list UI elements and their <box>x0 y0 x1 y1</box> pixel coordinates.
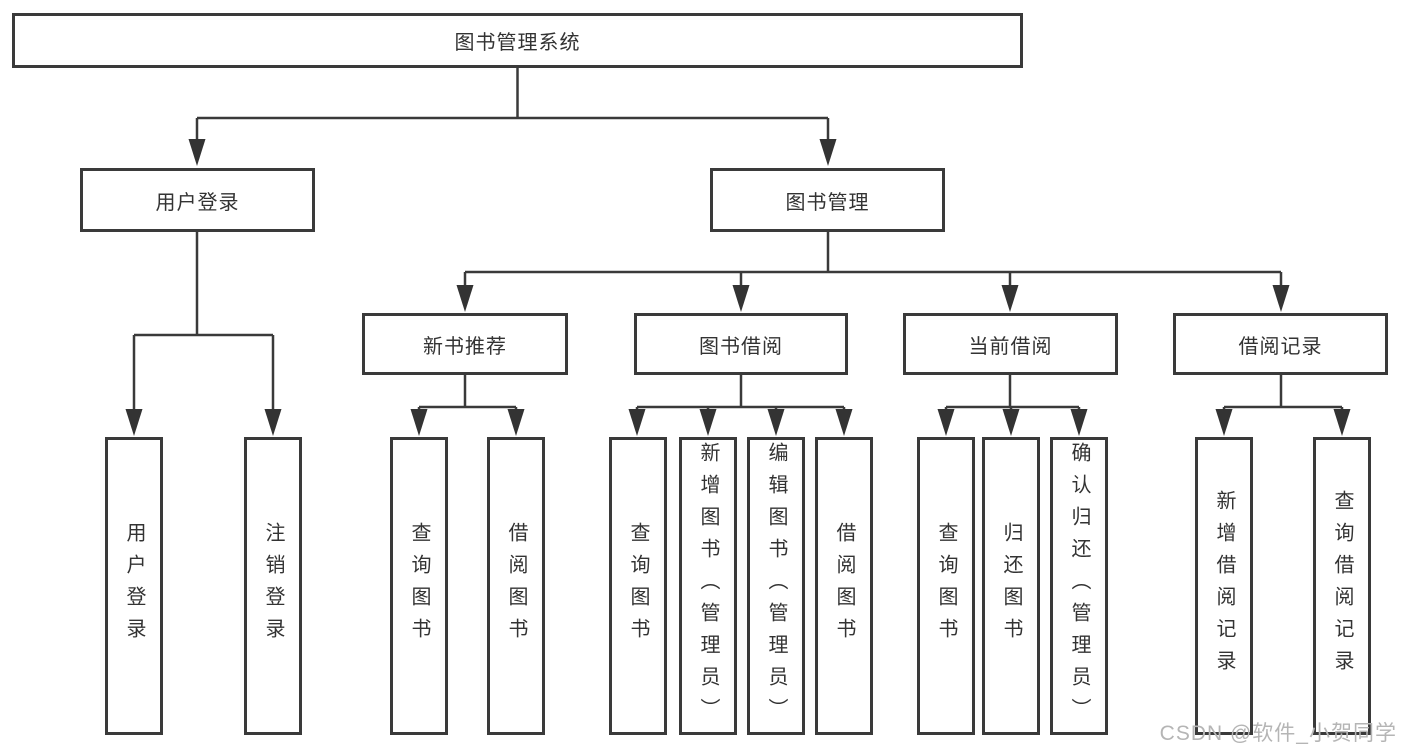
leaf-label: 借阅图书 <box>505 522 527 650</box>
leaf-label: 新增图书（管理员） <box>697 442 719 730</box>
leaf-add-borrow-record: 新增借阅记录 <box>1195 437 1253 735</box>
arrowhead <box>507 409 525 436</box>
connector-mgmt-to-level3 <box>463 232 1283 288</box>
leaf-label: 确认归还（管理员） <box>1068 442 1090 730</box>
arrowhead <box>1002 409 1020 436</box>
node-borrow-records: 借阅记录 <box>1173 313 1388 375</box>
node-new-book-recommend: 新书推荐 <box>362 313 568 375</box>
leaf-label: 编辑图书（管理员） <box>765 442 787 730</box>
leaf-query-books: 查询图书 <box>390 437 448 735</box>
leaf-confirm-return-admin: 确认归还（管理员） <box>1050 437 1108 735</box>
arrowhead <box>410 409 428 436</box>
leaf-logout: 注销登录 <box>244 437 302 735</box>
arrowhead <box>819 139 837 166</box>
leaf-label: 注销登录 <box>262 522 284 650</box>
node-book-management: 图书管理 <box>710 168 945 232</box>
leaf-query-books: 查询图书 <box>917 437 975 735</box>
connector-root-to-level2 <box>195 68 830 142</box>
arrowhead <box>1070 409 1088 436</box>
arrowhead <box>1333 409 1351 436</box>
connector-newrec-to-leaves <box>417 375 518 412</box>
leaf-borrow-books: 借阅图书 <box>815 437 873 735</box>
leaf-label: 新增借阅记录 <box>1213 490 1235 682</box>
arrowhead <box>937 409 955 436</box>
leaf-borrow-books: 借阅图书 <box>487 437 545 735</box>
arrowhead <box>1215 409 1233 436</box>
leaf-return-books: 归还图书 <box>982 437 1040 735</box>
csdn-watermark: CSDN @软件_小贺同学 <box>1159 722 1397 745</box>
leaf-label: 查询图书 <box>408 522 430 650</box>
leaf-add-books-admin: 新增图书（管理员） <box>679 437 737 735</box>
connector-record-to-leaves <box>1222 375 1344 412</box>
leaf-label: 查询借阅记录 <box>1331 490 1353 682</box>
leaf-label: 归还图书 <box>1000 522 1022 650</box>
arrowhead <box>456 285 474 312</box>
arrowhead <box>125 409 143 436</box>
arrowhead <box>835 409 853 436</box>
node-book-borrowing: 图书借阅 <box>634 313 848 375</box>
connector-curr-to-leaves <box>944 375 1081 412</box>
node-current-borrowing: 当前借阅 <box>903 313 1118 375</box>
arrowhead <box>1272 285 1290 312</box>
node-user-login: 用户登录 <box>80 168 315 232</box>
arrowhead <box>1001 285 1019 312</box>
connector-login-to-leaves <box>132 232 275 412</box>
connector-borrow-to-leaves <box>635 375 846 412</box>
arrowhead <box>732 285 750 312</box>
leaf-label: 借阅图书 <box>833 522 855 650</box>
node-library-system: 图书管理系统 <box>12 13 1023 68</box>
leaf-query-books: 查询图书 <box>609 437 667 735</box>
arrowhead <box>767 409 785 436</box>
leaf-query-borrow-record: 查询借阅记录 <box>1313 437 1371 735</box>
leaf-label: 查询图书 <box>627 522 649 650</box>
arrowhead <box>188 139 206 166</box>
leaf-label: 查询图书 <box>935 522 957 650</box>
leaf-label: 用户登录 <box>123 522 145 650</box>
leaf-user-login: 用户登录 <box>105 437 163 735</box>
arrowhead <box>699 409 717 436</box>
arrowhead <box>628 409 646 436</box>
arrowhead <box>264 409 282 436</box>
leaf-edit-books-admin: 编辑图书（管理员） <box>747 437 805 735</box>
